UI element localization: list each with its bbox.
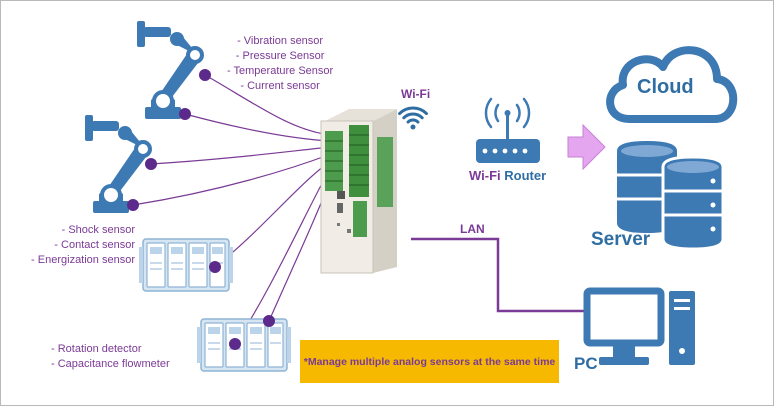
- plc-module-icon: [196, 318, 292, 372]
- sensor-list-group-1: - Vibration sensor - Pressure Sensor - T…: [227, 34, 333, 94]
- pc-label: PC: [574, 354, 598, 373]
- sensor-dot: [145, 158, 157, 170]
- wire: [150, 146, 332, 165]
- sensor-dot: [229, 338, 241, 350]
- lan-cable: [411, 237, 584, 313]
- sensor-dot: [127, 199, 139, 211]
- sensor-connection-dots: [127, 69, 275, 350]
- sensor-label: - Capacitance flowmeter: [51, 358, 170, 370]
- cloud-icon: [606, 46, 738, 123]
- sensor-label: - Energization sensor: [31, 254, 135, 266]
- cloud-label: Cloud: [637, 76, 694, 98]
- server-label: Server: [591, 229, 651, 250]
- sensor-label: - Shock sensor: [61, 224, 135, 236]
- wire: [184, 113, 332, 142]
- sensor-dot: [263, 315, 275, 327]
- sensor-list-group-3: - Rotation detector - Capacitance flowme…: [51, 342, 170, 372]
- note-text: *Manage multiple analog sensors at the s…: [303, 355, 556, 368]
- lan-label: LAN: [460, 222, 485, 236]
- sensor-label: - Pressure Sensor: [235, 50, 325, 62]
- robot-arm-icon: [135, 19, 204, 121]
- server-stack-icon: [617, 141, 725, 251]
- data-logger-device: [320, 109, 397, 274]
- wire: [234, 166, 332, 345]
- router-wifi-text: Wi-Fi: [469, 168, 501, 183]
- sensor-label: - Vibration sensor: [237, 35, 324, 47]
- wifi-label: Wi-Fi: [401, 87, 431, 101]
- sensor-list-group-2: - Shock sensor - Contact sensor - Energi…: [15, 223, 135, 268]
- sensor-dot: [179, 108, 191, 120]
- sensor-label: - Contact sensor: [54, 239, 135, 251]
- wire: [204, 74, 332, 136]
- sensor-label: - Rotation detector: [51, 343, 142, 355]
- router-text: Router: [504, 168, 547, 183]
- desktop-pc-icon: [583, 287, 695, 365]
- wire: [132, 153, 332, 206]
- robot-arm-icon: [83, 113, 152, 215]
- router-icon: [476, 97, 540, 163]
- sensor-dot: [209, 261, 221, 273]
- wifi-signal-icon: [398, 106, 428, 130]
- sensor-label: - Temperature Sensor: [227, 65, 334, 77]
- sensor-label: - Current sensor: [240, 80, 320, 92]
- sensor-dot: [199, 69, 211, 81]
- router-label: Wi-Fi Router: [469, 168, 546, 183]
- note-box: *Manage multiple analog sensors at the s…: [300, 340, 559, 383]
- right-arrow-icon: [567, 123, 606, 171]
